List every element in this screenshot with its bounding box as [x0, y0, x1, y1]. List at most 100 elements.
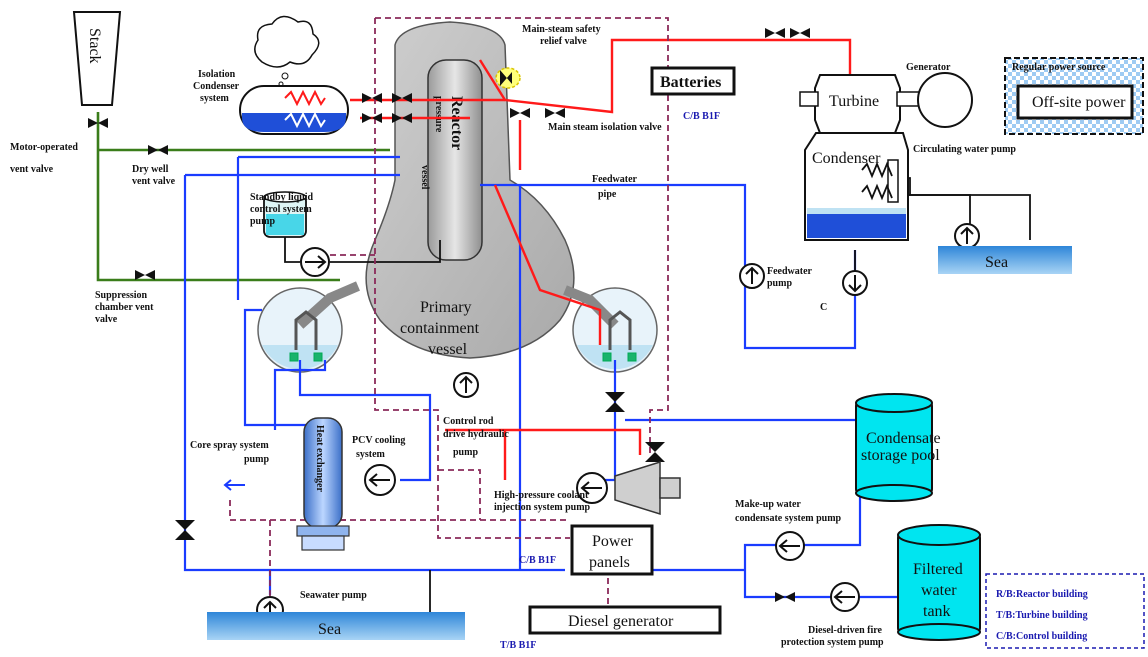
filtered-water-tank: Filtered water tank	[897, 524, 981, 641]
filtered-tank-label-3: tank	[923, 603, 951, 620]
dry-well-label-1: Dry well	[132, 164, 169, 175]
fire-pump-label-1: Diesel-driven fire	[808, 625, 883, 636]
suppression-chamber-left	[257, 281, 360, 373]
standby-liquid-tank	[263, 191, 307, 238]
batteries-label: Batteries	[660, 74, 721, 91]
valve-icon	[148, 145, 168, 155]
valve-icon	[765, 28, 785, 38]
safety-relief-valve-icon	[495, 67, 521, 89]
tb-b1f-label: T/B B1F	[500, 640, 536, 651]
standby-liquid-label-3: pump	[250, 216, 275, 227]
feedwater-pump-label-2: pump	[767, 278, 792, 289]
filtered-tank-label-2: water	[921, 582, 957, 599]
rpv-label-3: vessel	[419, 165, 430, 190]
hpci-label-2: injection system pump	[494, 502, 591, 513]
heat-exchanger: Heat exchanger	[296, 417, 350, 551]
valve-icon	[545, 108, 565, 118]
stack: Stack	[72, 11, 122, 106]
regular-power-label: Regular power source	[1012, 62, 1106, 73]
rpv-label-2: pressure	[433, 96, 444, 133]
valve-icon	[392, 113, 412, 123]
crd-label-3: pump	[453, 447, 478, 458]
seawater-pump-label: Seawater pump	[300, 590, 367, 601]
legend-item-rb: R/B:Reactor building	[996, 589, 1088, 600]
diesel-generator-box: Diesel generator	[528, 605, 722, 635]
hpci-turbine	[614, 460, 681, 516]
isolation-condenser-label-1: Isolation	[198, 69, 236, 80]
safety-relief-label-2: relief valve	[540, 36, 587, 47]
fire-pump-icon	[830, 582, 860, 612]
condensate-pump-label: C	[820, 302, 827, 313]
valve-icon	[645, 442, 665, 462]
building-legend: R/B:Reactor building T/B:Turbine buildin…	[985, 573, 1145, 649]
heat-exchanger-label: Heat exchanger	[314, 425, 325, 492]
isolation-condenser-label-2: Condenser	[193, 81, 240, 92]
feedwater-pipe-label-2: pipe	[598, 189, 617, 200]
legend-item-tb: T/B:Turbine building	[996, 610, 1088, 621]
power-panels-label-1: Power	[592, 533, 634, 550]
condensate-pump-icon	[842, 270, 868, 296]
diesel-generator-label: Diesel generator	[568, 613, 674, 630]
suppression-vent-label-3: valve	[95, 314, 118, 325]
condenser-label: Condenser	[812, 150, 881, 167]
dry-well-label-2: vent valve	[132, 176, 176, 187]
msiv-label: Main steam isolation valve	[548, 122, 662, 133]
valve-icon	[362, 113, 382, 123]
steam-cloud-icon	[254, 15, 320, 87]
generator	[917, 72, 973, 128]
crd-label-2: drive hydraulic	[443, 429, 509, 440]
crd-pump-icon	[453, 372, 479, 398]
generator-label: Generator	[906, 62, 951, 73]
cb-b1f-top-label: C/B B1F	[683, 111, 720, 122]
suppression-vent-label-1: Suppression	[95, 290, 148, 301]
isolation-condenser-label-3: system	[200, 93, 230, 104]
standby-liquid-pump-icon	[300, 247, 330, 277]
turbine-label: Turbine	[829, 93, 879, 110]
hpci-label-1: High-pressure coolant	[494, 490, 589, 501]
valve-icon	[88, 118, 108, 128]
valve-icon	[790, 28, 810, 38]
fire-pump-label-2: protection system pump	[781, 637, 884, 648]
core-spray-arrow-icon	[223, 479, 245, 491]
pcv-label-1: Primary	[420, 299, 472, 316]
feedwater-pump-label-1: Feedwater	[767, 266, 813, 277]
filtered-tank-label-1: Filtered	[913, 561, 963, 578]
regular-power-source-box: Regular power source Off-site power	[1004, 57, 1144, 135]
core-spray-label-1: Core spray system	[190, 440, 269, 451]
motor-vent-label-1: Motor-operated	[10, 142, 78, 153]
makeup-pump-icon	[775, 531, 805, 561]
condensate-storage-pool: Condensate storage pool	[855, 393, 941, 502]
standby-liquid-label-1: Standby liquid	[250, 192, 314, 203]
crd-label-1: Control rod	[443, 416, 494, 427]
legend-item-cb: C/B:Control building	[996, 631, 1087, 642]
sea-left-label: Sea	[318, 621, 341, 638]
standby-liquid-label-2: control system	[250, 204, 312, 215]
core-spray-label-2: pump	[244, 454, 269, 465]
valve-icon	[775, 592, 795, 602]
rpv-label-1: Reactor	[448, 96, 465, 150]
circulating-pump-label: Circulating water pump	[913, 144, 1016, 155]
feedwater-pipe-label-1: Feedwater	[592, 174, 638, 185]
valve-icon	[135, 270, 155, 280]
stack-label: Stack	[86, 28, 103, 64]
valve-icon	[510, 108, 530, 118]
sea-left: Sea	[207, 612, 465, 640]
hpci-pump-icon	[576, 472, 608, 504]
condensate-storage-label-2: storage pool	[861, 447, 940, 464]
pumps	[223, 223, 980, 624]
valve-icon	[175, 520, 195, 540]
pcv-label-2: containment	[400, 320, 480, 337]
suppression-vent-label-2: chamber vent	[95, 302, 154, 313]
turbine: Turbine	[799, 74, 926, 134]
offsite-power-label: Off-site power	[1032, 94, 1126, 111]
valve-icon	[605, 392, 625, 412]
pcv-cooling-label-1: PCV cooling	[352, 435, 405, 446]
sea-right-label: Sea	[985, 254, 1008, 271]
cb-b1f-bottom-label: C/B B1F	[519, 555, 556, 566]
safety-relief-label-1: Main-steam safety	[522, 24, 601, 35]
valve-icon	[362, 93, 382, 103]
makeup-label-1: Make-up water	[735, 499, 801, 510]
power-panels-box: Power panels	[570, 524, 654, 576]
